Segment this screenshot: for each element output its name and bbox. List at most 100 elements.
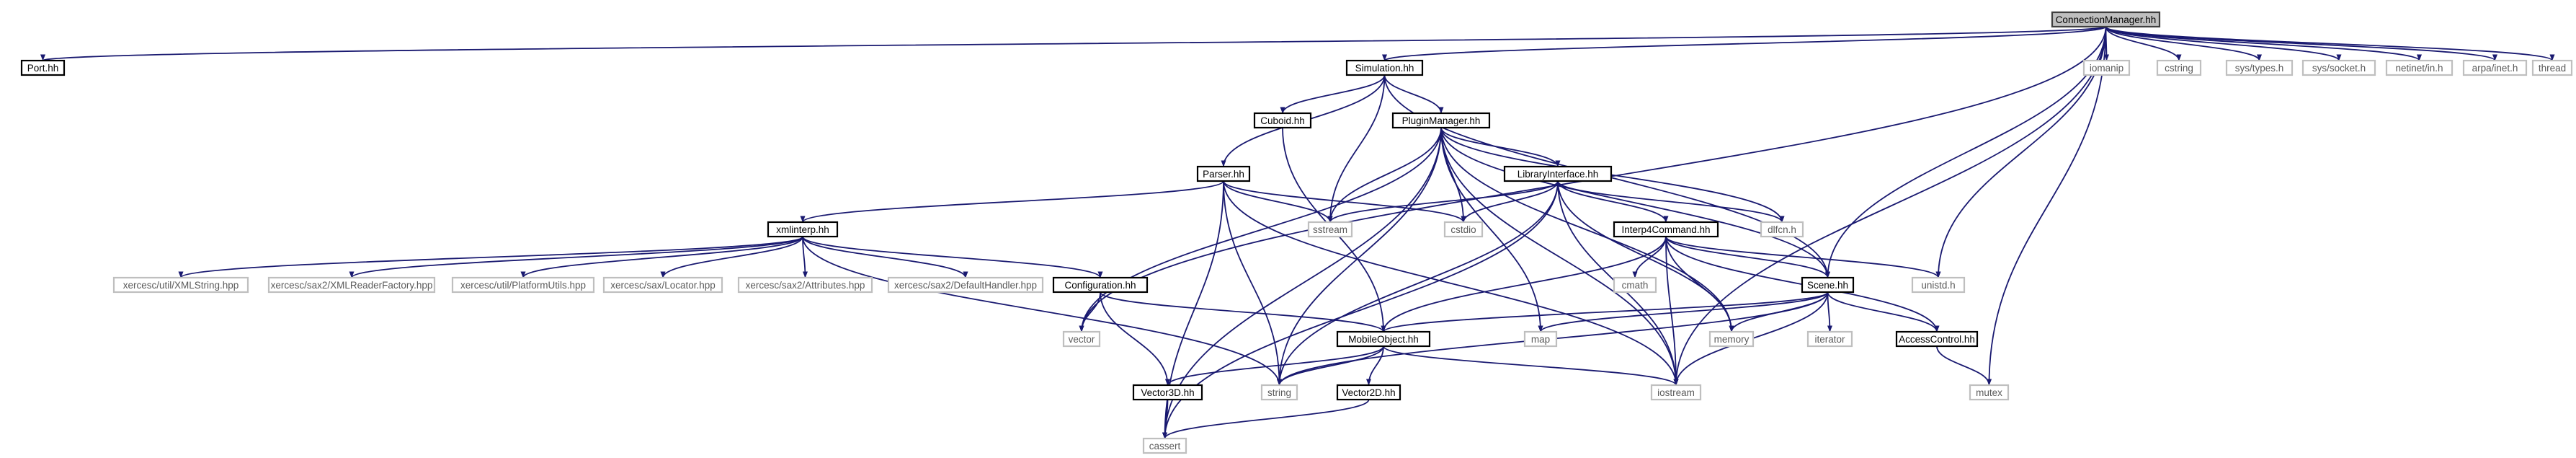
node-vector2d-box (1336, 384, 1401, 401)
node-iterator-box (1806, 330, 1853, 348)
node-dlfcn-label: dlfcn.h (1768, 224, 1796, 235)
node-cm-label: ConnectionManager.hh (2056, 14, 2157, 25)
edge-libiface-to-cstdio (1461, 180, 1559, 223)
node-libiface-box (1503, 165, 1613, 182)
node-mobile[interactable]: MobileObject.hh (1336, 330, 1431, 348)
node-sstream-box (1307, 221, 1353, 238)
node-xmlstring-label: xercesc/util/XMLString.hpp (123, 280, 239, 291)
node-map-box (1523, 330, 1558, 348)
node-libiface-label: LibraryInterface.hh (1517, 169, 1599, 180)
node-defhandler-label: xercesc/sax2/DefaultHandler.hpp (894, 280, 1037, 291)
node-parser[interactable]: Parser.hh (1196, 165, 1251, 182)
edge-config-to-vector (1079, 291, 1101, 333)
node-string-label: string (1267, 387, 1291, 398)
node-vector: vector (1062, 330, 1101, 348)
node-platform-box (451, 276, 595, 294)
node-cstring: cstring (2156, 59, 2202, 76)
node-locator-label: xercesc/sax/Locator.hpp (610, 280, 716, 291)
edge-cm-to-systypes (2105, 26, 2262, 61)
node-netinet-label: netinet/in.h (2395, 63, 2443, 74)
node-cuboid[interactable]: Cuboid.hh (1253, 112, 1312, 129)
node-vector3d-label: Vector3D.hh (1141, 387, 1194, 398)
edge-xmlinterp-to-xmlstring (178, 236, 803, 278)
node-xmlstring-box (112, 276, 249, 294)
edge-mobile-to-vector3d (1165, 345, 1384, 386)
edge-plugin-to-vector (1079, 127, 1442, 333)
node-vector3d[interactable]: Vector3D.hh (1132, 384, 1203, 401)
node-mobile-box (1336, 330, 1431, 348)
edge-cm-to-sim (1382, 26, 2107, 61)
edge-cm-to-mutex (1987, 26, 2107, 386)
node-plugin[interactable]: PluginManager.hh (1391, 112, 1491, 129)
node-iterator: iterator (1806, 330, 1853, 348)
node-cassert-label: cassert (1149, 441, 1181, 452)
node-netinet: netinet/in.h (2385, 59, 2454, 76)
node-port-box (20, 59, 66, 76)
edge-plugin-to-map (1440, 127, 1543, 333)
node-cuboid-box (1253, 112, 1312, 129)
node-scene-label: Scene.hh (1807, 280, 1848, 291)
edge-cm-to-thread (2105, 26, 2555, 61)
edge-xmlinterp-to-config (802, 236, 1103, 278)
edge-sim-to-cuboid (1280, 74, 1386, 114)
node-map-label: map (1531, 334, 1550, 345)
node-port-label: Port.hh (27, 63, 59, 74)
edge-interp4-to-scene (1665, 236, 1830, 278)
node-vector2d[interactable]: Vector2D.hh (1336, 384, 1401, 401)
node-port[interactable]: Port.hh (20, 59, 66, 76)
node-plugin-label: PluginManager.hh (1402, 115, 1481, 126)
edge-cm-to-syssocket (2105, 26, 2342, 61)
node-scene[interactable]: Scene.hh (1801, 276, 1855, 294)
node-iomanip-box (2082, 59, 2131, 76)
node-interp4-label: Interp4Command.hh (1621, 224, 1710, 235)
node-defhandler-box (887, 276, 1044, 294)
node-locator: xercesc/sax/Locator.hpp (602, 276, 723, 294)
node-cmath: cmath (1613, 276, 1657, 294)
node-cuboid-label: Cuboid.hh (1260, 115, 1305, 126)
edge-mobile-to-string (1277, 345, 1384, 386)
node-interp4[interactable]: Interp4Command.hh (1613, 221, 1719, 238)
node-syssocket: sys/socket.h (2301, 59, 2376, 76)
node-sim-label: Simulation.hh (1355, 63, 1414, 74)
edge-xmlinterp-to-string (802, 236, 1282, 386)
node-access[interactable]: AccessControl.hh (1895, 330, 1979, 348)
edge-parser-to-cstdio (1223, 180, 1466, 223)
node-locator-box (602, 276, 723, 294)
node-access-box (1895, 330, 1979, 348)
node-parser-label: Parser.hh (1203, 169, 1244, 180)
edge-interp4-to-iostream (1665, 236, 1679, 386)
node-cm-box (2051, 11, 2161, 28)
edge-interp4-to-mobile (1381, 236, 1667, 333)
node-xmlreader-label: xercesc/sax2/XMLReaderFactory.hpp (271, 280, 433, 291)
node-arpainet-label: arpa/inet.h (2472, 63, 2518, 74)
node-scene-box (1801, 276, 1855, 294)
node-netinet-box (2385, 59, 2454, 76)
edge-xmlinterp-to-defhandler (802, 236, 968, 278)
node-xmlreader-box (267, 276, 436, 294)
node-sim[interactable]: Simulation.hh (1345, 59, 1424, 76)
edge-libiface-to-dlfcn (1557, 180, 1785, 223)
node-attributes-box (737, 276, 873, 294)
node-cm[interactable]: ConnectionManager.hh (2051, 11, 2161, 28)
node-systypes-label: sys/types.h (2235, 63, 2284, 74)
node-unistd: unistd.h (1911, 276, 1966, 294)
node-iostream: iostream (1650, 384, 1702, 401)
edge-scene-to-access (1827, 291, 1940, 333)
edge-cm-to-cstring (2105, 26, 2182, 61)
node-cmath-label: cmath (1622, 280, 1649, 291)
node-mobile-label: MobileObject.hh (1348, 334, 1419, 345)
edge-parser-to-string (1223, 180, 1282, 386)
node-dlfcn-box (1760, 221, 1804, 238)
node-cstdio: cstdio (1443, 221, 1484, 238)
node-config[interactable]: Configuration.hh (1052, 276, 1149, 294)
node-config-box (1052, 276, 1149, 294)
edge-cm-to-arpainet (2105, 26, 2497, 61)
node-defhandler: xercesc/sax2/DefaultHandler.hpp (887, 276, 1044, 294)
node-unistd-box (1911, 276, 1966, 294)
node-iterator-label: iterator (1814, 334, 1845, 345)
node-libiface[interactable]: LibraryInterface.hh (1503, 165, 1613, 182)
node-xmlinterp[interactable]: xmlinterp.hh (767, 221, 839, 238)
node-memory-box (1708, 330, 1755, 348)
